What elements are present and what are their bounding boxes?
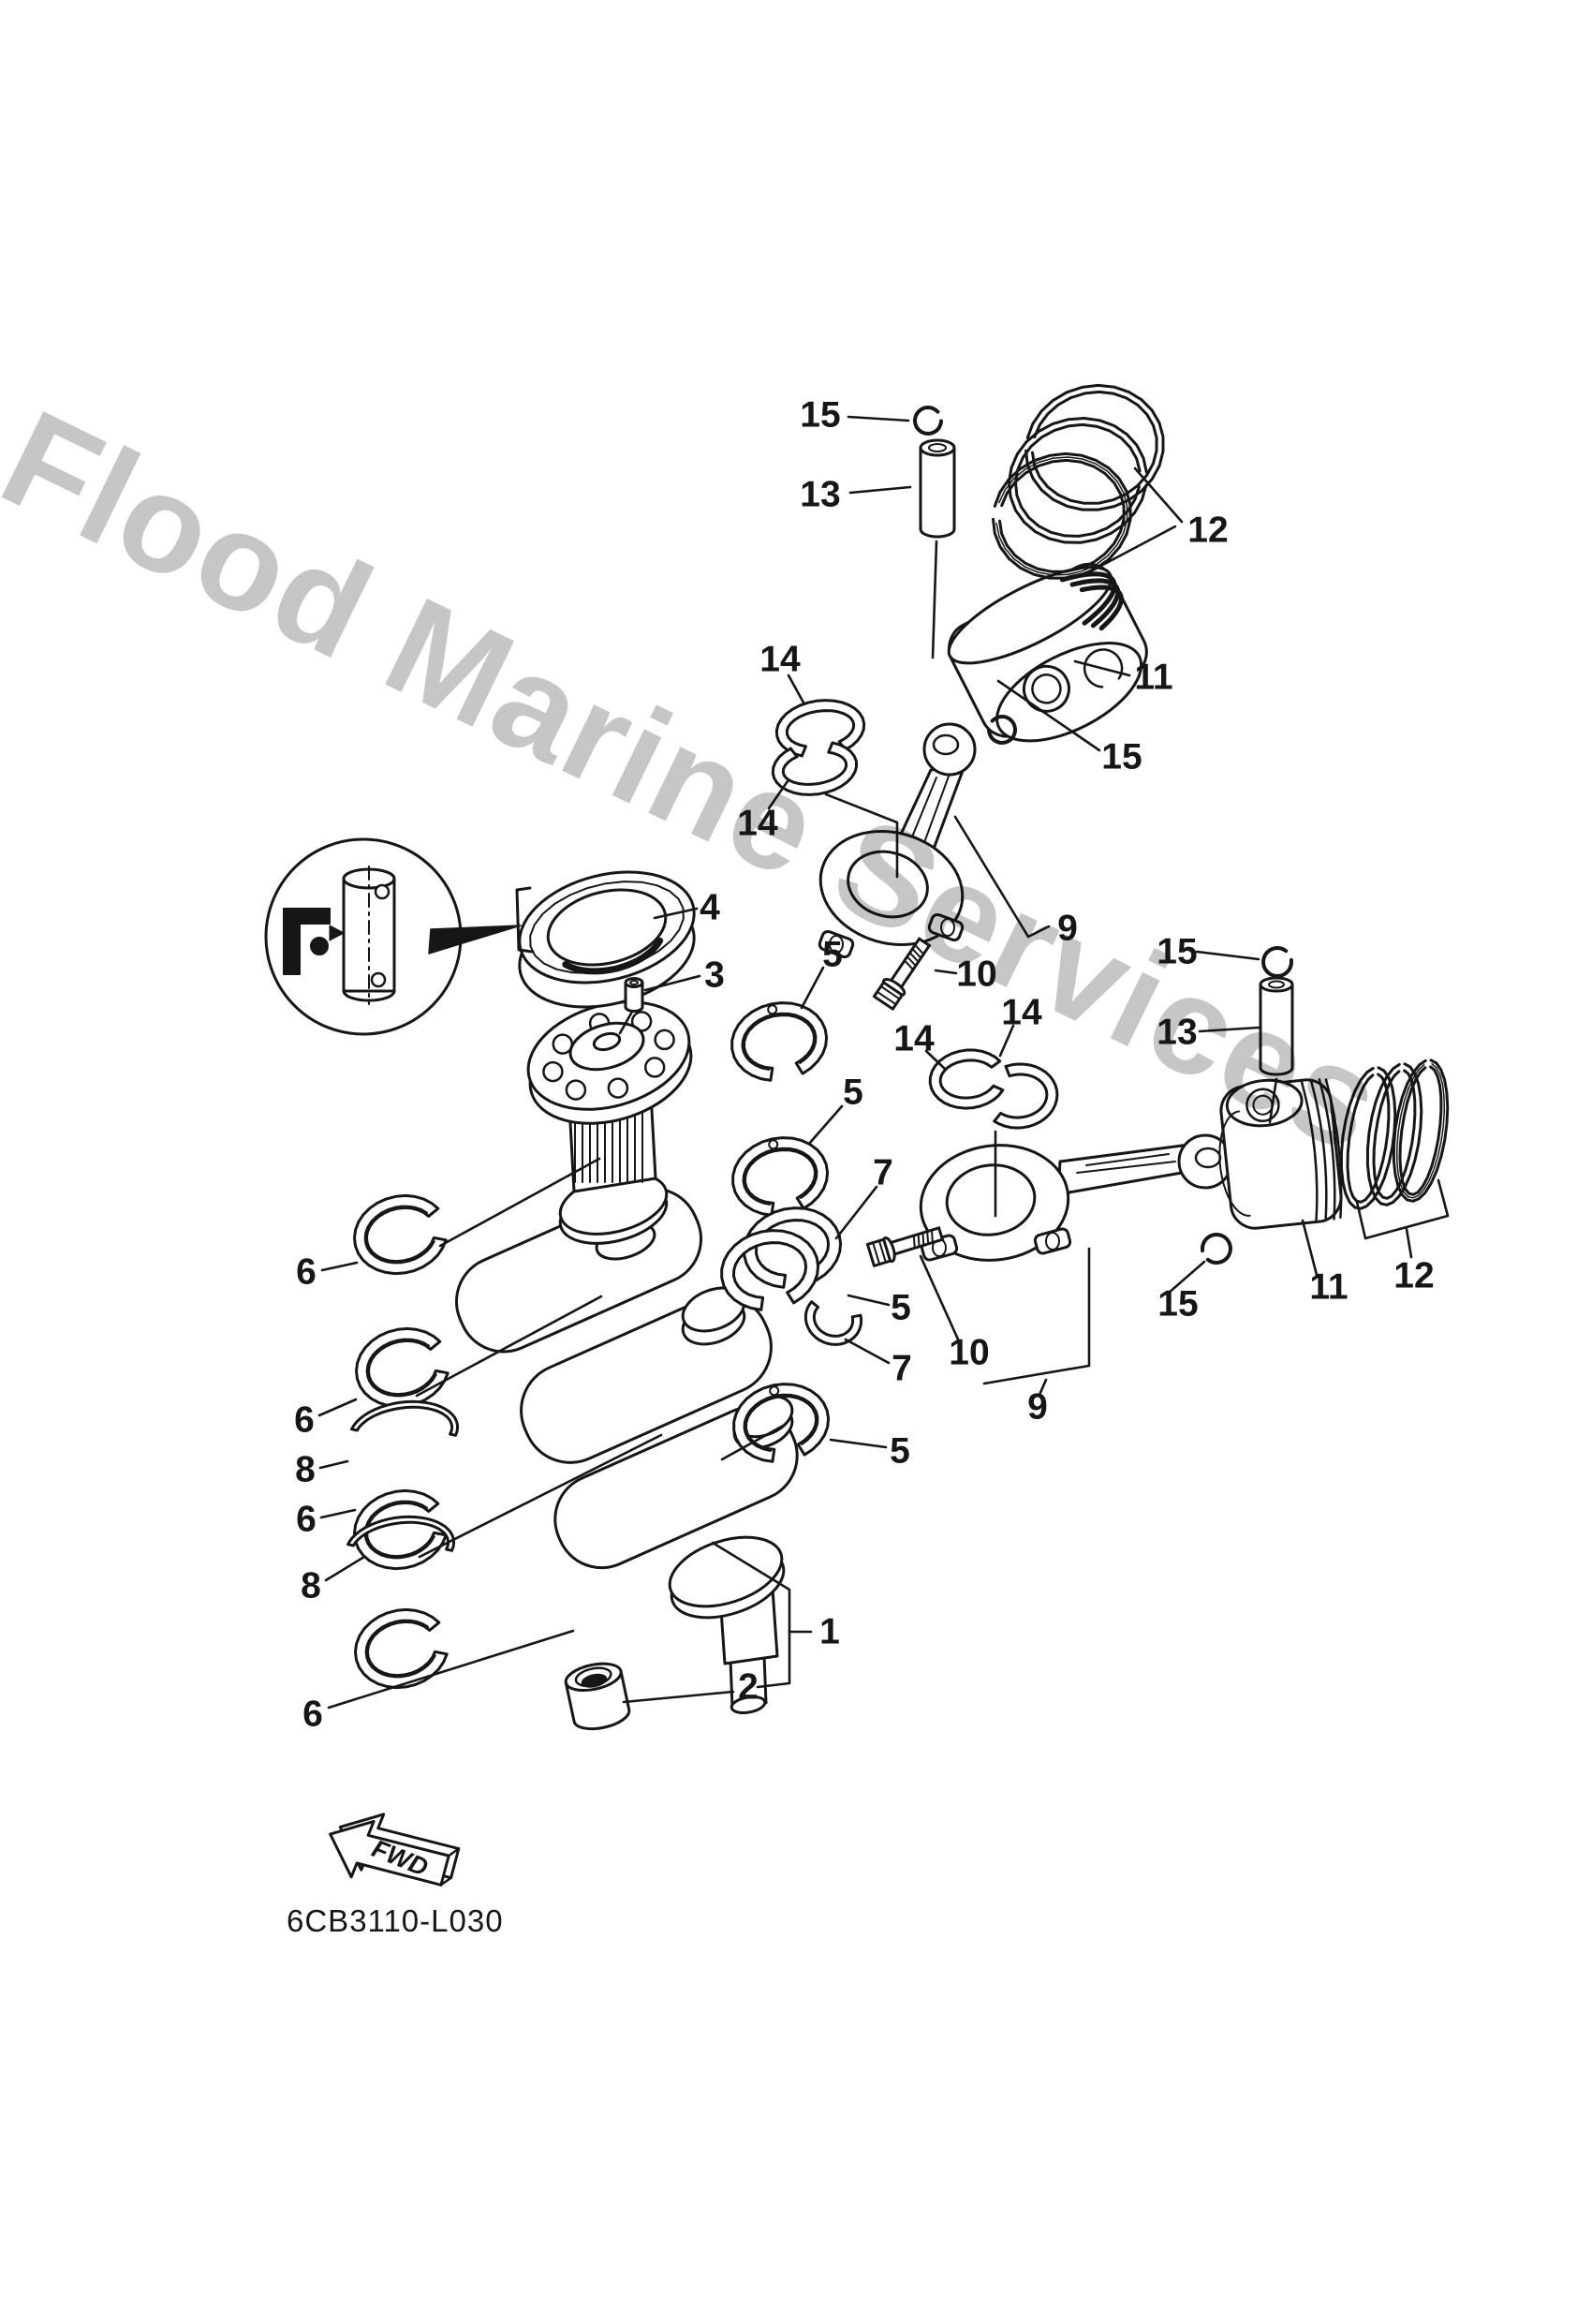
part-callout-13: 13 [1157, 1012, 1198, 1053]
part-callout-6: 6 [294, 1399, 315, 1441]
part-callout-7: 7 [892, 1348, 912, 1389]
leader-lines [317, 415, 1450, 1710]
detail-circle [264, 837, 534, 1036]
circlips [913, 406, 1293, 1265]
part-callout-10: 10 [956, 954, 997, 995]
part-callout-14: 14 [737, 803, 778, 844]
rod-bolt-2 [865, 1225, 945, 1267]
part-callout-15: 15 [1157, 1283, 1199, 1325]
part-callout-15: 15 [1157, 931, 1198, 972]
piston-pin-1 [919, 438, 956, 539]
part-callout-15: 15 [800, 394, 841, 436]
crankshaft [454, 1000, 799, 1714]
fwd-arrow [329, 1813, 461, 1887]
part-callout-8: 8 [295, 1449, 316, 1490]
part-callout-3: 3 [704, 955, 725, 996]
piston-rings-1 [992, 383, 1165, 580]
part-callout-10: 10 [949, 1332, 990, 1373]
part-callout-2: 2 [738, 1666, 759, 1708]
piston-1 [947, 562, 1148, 743]
part-callout-13: 13 [800, 474, 841, 515]
part-callout-6: 6 [296, 1251, 317, 1293]
lower-seal-cap [564, 1662, 631, 1731]
part-callout-14: 14 [1001, 992, 1042, 1033]
part-callout-4: 4 [700, 887, 720, 928]
part-callout-8: 8 [301, 1565, 321, 1606]
rod-bearings-2 [928, 1048, 1059, 1130]
oil-seal [518, 870, 696, 1009]
part-callout-14: 14 [759, 639, 801, 680]
rod-bolt-1 [872, 937, 932, 1011]
piston-rings-2 [1339, 1058, 1450, 1210]
part-callout-5: 5 [891, 1287, 911, 1328]
part-callout-14: 14 [893, 1018, 935, 1059]
part-callout-15: 15 [1101, 736, 1142, 777]
part-callout-11: 11 [1134, 657, 1173, 698]
part-callout-9: 9 [1027, 1386, 1048, 1428]
part-callout-6: 6 [302, 1694, 323, 1735]
main-bearings-left [346, 1193, 460, 1690]
part-callout-5: 5 [843, 1072, 863, 1113]
piston-pin-2 [1259, 976, 1294, 1076]
part-callout-5: 5 [890, 1430, 910, 1472]
part-callout-12: 12 [1187, 510, 1229, 551]
part-callout-7: 7 [873, 1152, 893, 1193]
part-callout-11: 11 [1309, 1266, 1349, 1308]
main-bearings-right [720, 1001, 863, 1463]
drawing-number: 6CB3110-L030 [287, 1903, 504, 1938]
part-callout-5: 5 [822, 934, 843, 975]
part-callout-6: 6 [296, 1499, 317, 1540]
part-callout-9: 9 [1057, 908, 1078, 949]
connecting-rod-2 [919, 1133, 1233, 1262]
dowel-pin [624, 977, 644, 1013]
connecting-rod-1 [818, 722, 977, 959]
piston-2 [1218, 1078, 1343, 1230]
part-callout-1: 1 [819, 1611, 840, 1652]
rod-bearings-1 [771, 699, 866, 796]
part-callout-12: 12 [1393, 1255, 1435, 1296]
